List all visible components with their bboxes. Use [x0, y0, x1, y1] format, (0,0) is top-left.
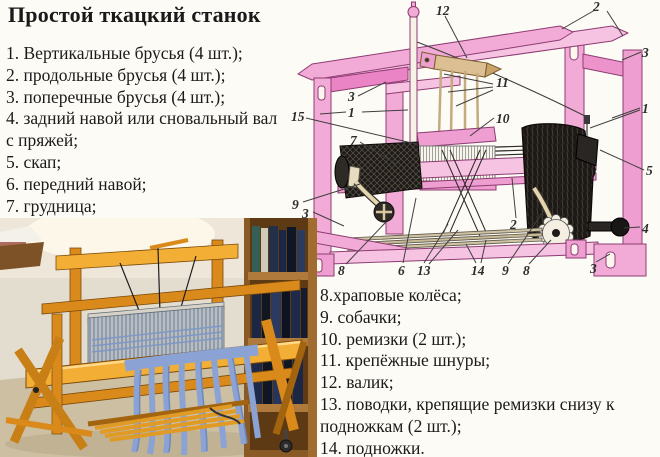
part-item-3: 3. поперечные брусья (4 шт.); [6, 86, 226, 107]
diagram-callout-2: 2 [510, 217, 517, 232]
diagram-callout-1: 1 [642, 101, 649, 116]
part-item-4: 4. задний навой или сновальный вал с пря… [6, 108, 278, 151]
diagram-callout-8: 8 [523, 263, 530, 278]
part-item-13: 13. поводки, крепящие ремизки снизу к по… [320, 393, 615, 436]
loom-diagram: 12 2 3 3 1 15 11 1 10 7 9 3 2 5 4 8 6 13… [290, 0, 660, 287]
diagram-callout-9: 9 [292, 197, 299, 212]
diagram-callout-3: 3 [642, 45, 649, 60]
diagram-callout-9: 9 [502, 263, 509, 278]
diagram-callout-7: 7 [350, 133, 357, 148]
part-item-14: 14. подножки. [320, 437, 425, 457]
part-item-5: 5. скап; [6, 151, 62, 172]
diagram-callout-2: 2 [593, 0, 600, 14]
diagram-callout-8: 8 [338, 263, 345, 278]
diagram-callout-5: 5 [646, 163, 653, 178]
page-title: Простой ткацкий станок [8, 2, 261, 27]
part-item-6: 6. передний навой; [6, 173, 147, 194]
part-item-10: 10. ремизки (2 шт.); [320, 328, 467, 349]
diagram-callout-3: 3 [302, 206, 309, 221]
parts-list-right: 8.храповые колёса; 9. собачки; 10. ремиз… [320, 285, 650, 457]
loom-diagram-drawing [297, 1, 647, 277]
diagram-callout-1: 1 [348, 105, 355, 120]
diagram-callout-13: 13 [417, 263, 431, 278]
loom-photo-image [0, 206, 317, 457]
parts-list-left: 1. Вертикальные брусья (4 шт.); 2. продо… [6, 43, 284, 217]
diagram-callout-3: 3 [590, 261, 597, 276]
diagram-callout-4: 4 [642, 221, 649, 236]
part-item-7: 7. грудница; [6, 195, 97, 216]
part-item-9: 9. собачки; [320, 306, 402, 327]
diagram-callout-10: 10 [496, 111, 510, 126]
part-item-8: 8.храповые колёса; [320, 285, 462, 305]
diagram-callout-12: 12 [436, 3, 450, 18]
diagram-callout-14: 14 [471, 263, 485, 278]
part-item-1: 1. Вертикальные брусья (4 шт.); [6, 43, 243, 63]
diagram-callout-6: 6 [398, 263, 405, 278]
loom-photo [0, 206, 317, 457]
part-item-2: 2. продольные брусья (4 шт.); [6, 64, 226, 85]
diagram-callout-11: 11 [496, 75, 509, 90]
part-item-12: 12. валик; [320, 372, 394, 393]
part-item-11: 11. крепёжные шнуры; [320, 350, 491, 371]
diagram-callout-3: 3 [348, 89, 355, 104]
diagram-callout-15: 15 [291, 109, 305, 124]
